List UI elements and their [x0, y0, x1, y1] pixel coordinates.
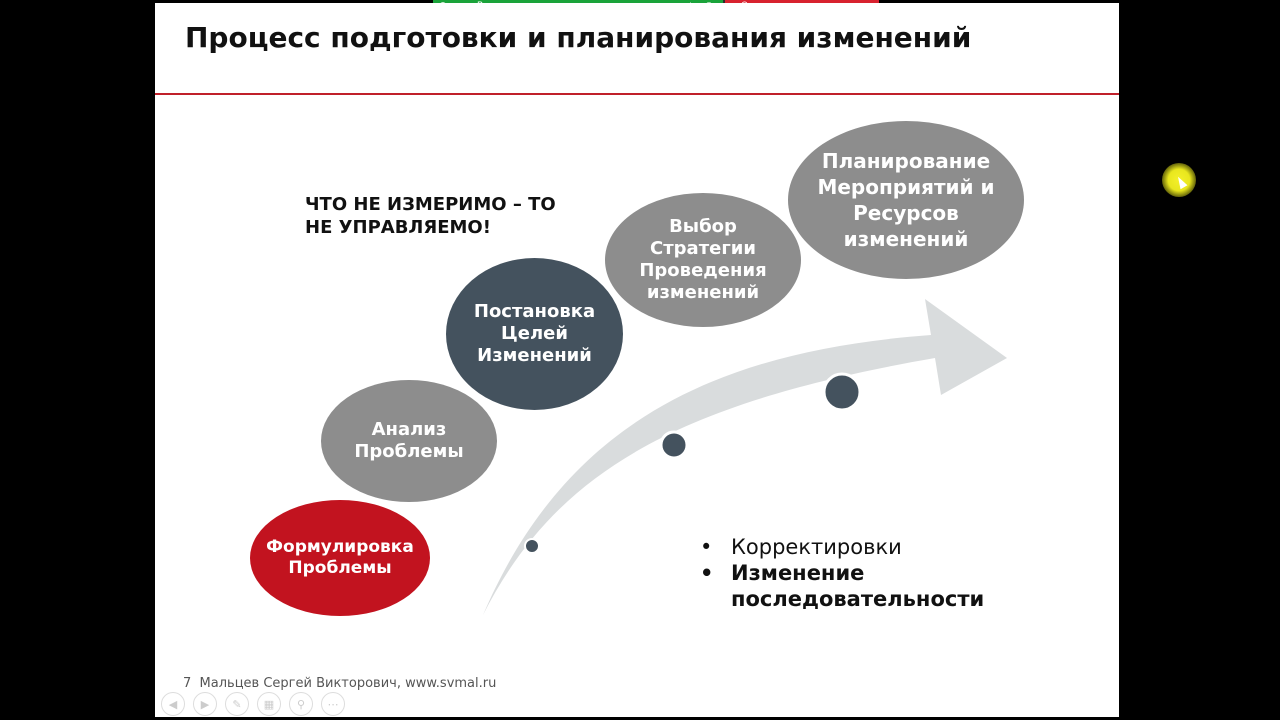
stage-4-line-3: Проведения [639, 260, 767, 281]
stage-choose-strategy: Выбор Стратегии Проведения изменений [605, 193, 801, 327]
stage-1-line-1: Формулировка [266, 537, 414, 557]
motto-line-1: ЧТО НЕ ИЗМЕРИМО – ТО [305, 194, 556, 215]
pen-icon[interactable]: ✎ [225, 692, 249, 716]
stage-1-line-2: Проблемы [288, 558, 392, 578]
bullet-item: • Изменение последовательности [700, 560, 984, 612]
zoom-icon[interactable]: ⚲ [289, 692, 313, 716]
stage-analyze-problem: Анализ Проблемы [321, 380, 497, 502]
more-icon[interactable]: ⋯ [321, 692, 345, 716]
bullet-list: • Корректировки • Изменение последовател… [700, 534, 984, 612]
stage-5-line-2: Мероприятий и [817, 175, 995, 199]
bullet-text: Корректировки [731, 535, 902, 559]
page-number: 7 [183, 676, 192, 691]
bullet-text: Изменение [731, 561, 865, 585]
arrow-milestone-1 [524, 538, 540, 554]
bullet-symbol: • [700, 561, 714, 585]
bullet-symbol: • [700, 535, 713, 559]
stage-4-line-4: изменений [646, 282, 760, 303]
stage-3-line-3: Изменений [477, 345, 592, 366]
stage-3-line-2: Целей [501, 323, 568, 344]
footer-author: Мальцев Сергей Викторович, www.svmal.ru [199, 676, 497, 691]
motto-text: ЧТО НЕ ИЗМЕРИМО – ТО НЕ УПРАВЛЯЕМО! [305, 193, 605, 239]
stage-5-line-4: изменений [843, 227, 969, 251]
slides-icon[interactable]: ▦ [257, 692, 281, 716]
slide-footer: 7 Мальцев Сергей Викторович, www.svmal.r… [183, 676, 496, 691]
stage-4-line-2: Стратегии [650, 238, 756, 259]
presentation-slide: Процесс подготовки и планирования измене… [155, 3, 1119, 717]
stage-5-line-3: Ресурсов [853, 201, 959, 225]
bullet-text-continued: последовательности [731, 587, 985, 611]
stage-formulate-problem: Формулировка Проблемы [250, 500, 430, 616]
slideshow-controls: ◀ ▶ ✎ ▦ ⚲ ⋯ [161, 692, 345, 716]
arrow-milestone-2 [659, 430, 689, 460]
next-icon[interactable]: ▶ [193, 692, 217, 716]
prev-icon[interactable]: ◀ [161, 692, 185, 716]
stage-2-line-1: Анализ [371, 419, 447, 440]
arrow-shape [483, 299, 1007, 615]
title-divider [155, 93, 1119, 95]
stage-4-line-1: Выбор [669, 216, 737, 237]
stage-5-line-1: Планирование [821, 149, 991, 173]
bullet-item: • Корректировки [700, 534, 984, 560]
stage-3-line-1: Постановка [473, 301, 596, 322]
arrow-milestone-3 [822, 372, 862, 412]
progress-arrow [483, 299, 1007, 615]
stage-plan-resources: Планирование Мероприятий и Ресурсов изме… [788, 121, 1024, 279]
slide-title: Процесс подготовки и планирования измене… [185, 21, 972, 54]
stage-set-goals: Постановка Целей Изменений [446, 258, 623, 410]
motto-line-2: НЕ УПРАВЛЯЕМО! [305, 217, 491, 238]
stage-2-line-2: Проблемы [354, 441, 464, 462]
laser-pointer-highlight [1162, 163, 1196, 197]
